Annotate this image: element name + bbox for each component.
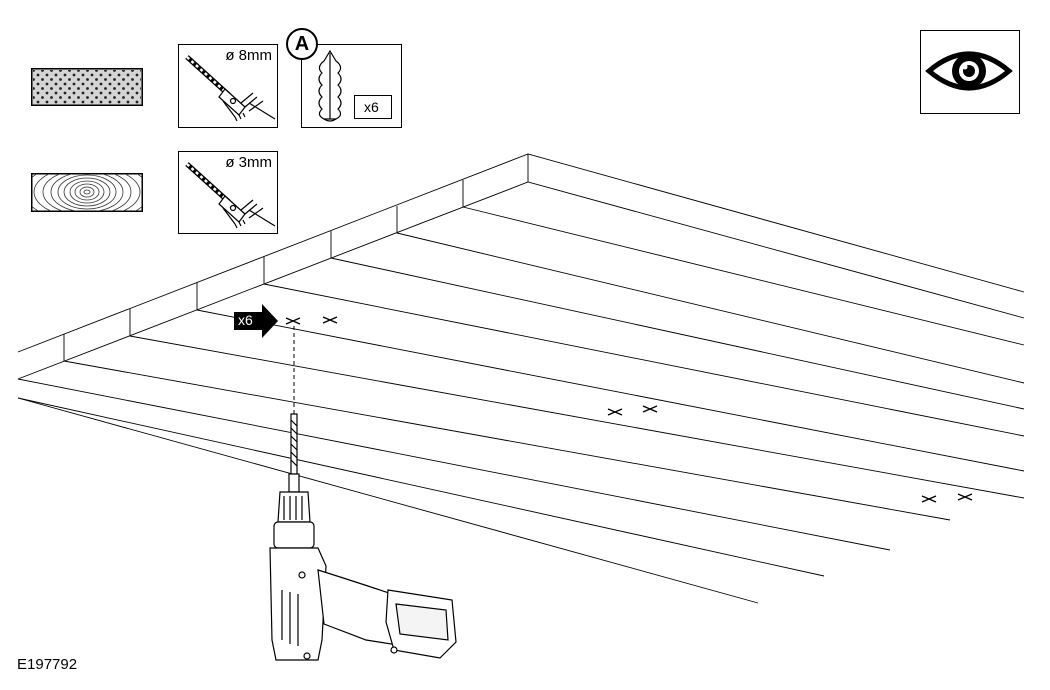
board-line: [129, 335, 1025, 499]
power-drill-icon: [269, 413, 457, 661]
board-line: [17, 378, 891, 551]
wall-plug-panel: x6: [301, 44, 402, 128]
wall-plug-quantity-box: x6: [354, 95, 392, 119]
hole-mark: [642, 405, 658, 413]
board-line: [17, 397, 825, 577]
ceiling-top-edge: [17, 153, 1025, 353]
hole-mark: [957, 493, 973, 501]
board-line: [63, 360, 951, 521]
masonry-drill-bit-panel: ø 8mm: [178, 44, 278, 128]
wall-plug-quantity: x6: [364, 99, 379, 115]
board-line: [196, 309, 1025, 472]
drill-bit-icon: [185, 55, 276, 122]
figure-code: E197792: [17, 656, 78, 673]
callout-a-label: A: [294, 33, 310, 55]
arrow-quantity-label: x6: [238, 312, 253, 328]
masonry-sample-icon: [31, 68, 143, 106]
drill-bit-icon: [185, 162, 276, 229]
drill-bit-size-label: ø 8mm: [225, 47, 272, 64]
wood-drill-bit-panel: ø 3mm: [178, 151, 278, 234]
callout-a-marker: A: [286, 28, 318, 60]
eye-icon: [925, 51, 1013, 91]
hole-mark: [607, 408, 623, 416]
eye-icon-panel: [920, 30, 1020, 114]
wood-sample-icon: [31, 173, 143, 212]
board-line: [263, 283, 1025, 437]
board-line: [17, 397, 759, 604]
wall-plug-icon: [318, 49, 342, 122]
board-line: [462, 206, 1025, 346]
hole-mark: [285, 317, 301, 325]
drill-bit-size-label: ø 3mm: [225, 154, 272, 171]
quantity-arrow: [234, 304, 278, 338]
hole-mark: [322, 316, 338, 324]
board-line: [330, 257, 1025, 410]
ceiling-front-edge: [17, 181, 1025, 380]
hole-mark: [921, 495, 937, 503]
board-line: [396, 232, 1025, 384]
